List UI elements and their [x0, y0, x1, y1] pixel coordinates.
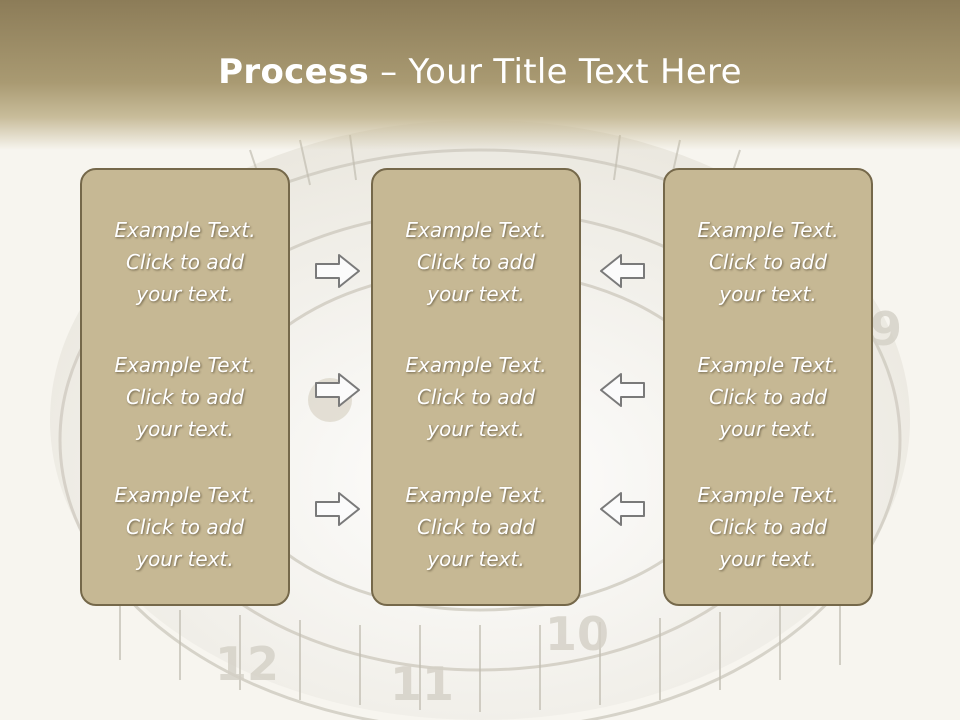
- text-line: Click to add: [416, 515, 536, 539]
- text-block[interactable]: Example Text. Click to add your text.: [665, 349, 871, 445]
- text-line: Click to add: [416, 250, 536, 274]
- text-line: Click to add: [416, 385, 536, 409]
- text-line: your text.: [136, 282, 234, 306]
- arrow-left-icon: [600, 492, 645, 526]
- process-box-right[interactable]: Example Text. Click to add your text. Ex…: [663, 168, 873, 606]
- text-block[interactable]: Example Text. Click to add your text.: [665, 214, 871, 310]
- text-line: Click to add: [125, 515, 245, 539]
- text-block[interactable]: Example Text. Click to add your text.: [665, 479, 871, 575]
- text-line: Example Text.: [405, 353, 547, 377]
- svg-text:12: 12: [215, 637, 279, 691]
- svg-text:10: 10: [545, 607, 609, 661]
- text-line: your text.: [719, 282, 817, 306]
- text-line: your text.: [136, 417, 234, 441]
- svg-text:9: 9: [870, 302, 902, 356]
- process-box-left[interactable]: Example Text. Click to add your text. Ex…: [80, 168, 290, 606]
- arrow-right-icon: [315, 373, 360, 407]
- text-line: Example Text.: [405, 483, 547, 507]
- text-line: your text.: [719, 547, 817, 571]
- text-line: Click to add: [125, 385, 245, 409]
- text-line: your text.: [427, 547, 525, 571]
- process-box-center[interactable]: Example Text. Click to add your text. Ex…: [371, 168, 581, 606]
- arrow-left-icon: [600, 373, 645, 407]
- arrow-left-icon: [600, 254, 645, 288]
- svg-text:11: 11: [390, 657, 454, 711]
- title-bold-part: Process: [218, 52, 370, 92]
- text-line: Example Text.: [114, 353, 256, 377]
- text-line: Click to add: [708, 250, 828, 274]
- text-line: Example Text.: [114, 218, 256, 242]
- text-block[interactable]: Example Text. Click to add your text.: [373, 479, 579, 575]
- text-line: your text.: [427, 417, 525, 441]
- text-line: Example Text.: [697, 353, 839, 377]
- text-block[interactable]: Example Text. Click to add your text.: [82, 214, 288, 310]
- text-block[interactable]: Example Text. Click to add your text.: [373, 214, 579, 310]
- title-bar: [0, 0, 960, 150]
- text-line: Example Text.: [697, 483, 839, 507]
- text-line: Example Text.: [114, 483, 256, 507]
- text-line: your text.: [427, 282, 525, 306]
- text-line: Click to add: [708, 385, 828, 409]
- text-block[interactable]: Example Text. Click to add your text.: [373, 349, 579, 445]
- text-line: your text.: [136, 547, 234, 571]
- slide-title[interactable]: Process – Your Title Text Here: [0, 52, 960, 92]
- text-line: Example Text.: [697, 218, 839, 242]
- text-line: Click to add: [708, 515, 828, 539]
- text-line: Example Text.: [405, 218, 547, 242]
- title-rest-part: – Your Title Text Here: [369, 52, 742, 92]
- text-block[interactable]: Example Text. Click to add your text.: [82, 349, 288, 445]
- text-line: your text.: [719, 417, 817, 441]
- arrow-right-icon: [315, 254, 360, 288]
- text-line: Click to add: [125, 250, 245, 274]
- text-block[interactable]: Example Text. Click to add your text.: [82, 479, 288, 575]
- arrow-right-icon: [315, 492, 360, 526]
